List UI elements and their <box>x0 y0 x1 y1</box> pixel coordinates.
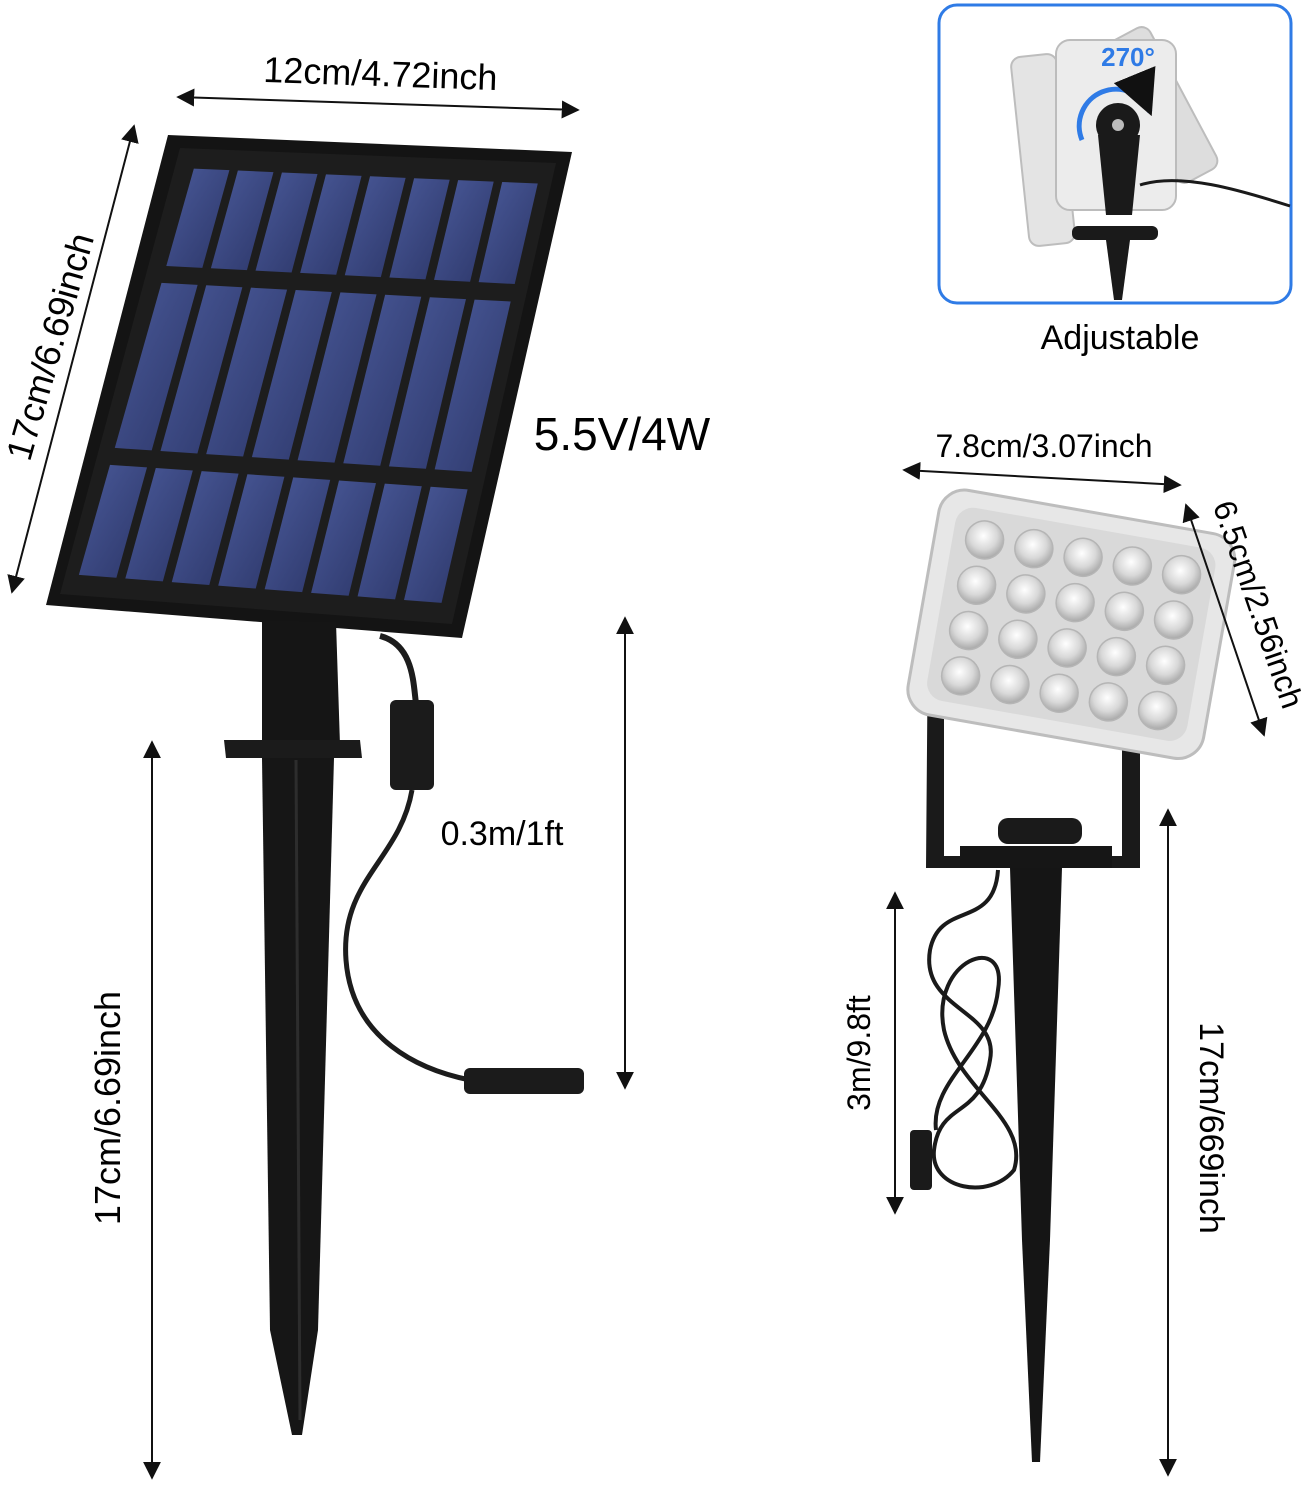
spotlight-stake-label: 17cm/669inch <box>1192 1022 1230 1234</box>
adjustable-caption: Adjustable <box>1041 319 1200 357</box>
solar-cell <box>171 471 239 585</box>
panel-rating-label: 5.5V/4W <box>534 408 711 460</box>
solar-cell <box>343 294 422 466</box>
led-bulb <box>998 619 1038 659</box>
led-bulb <box>1047 628 1087 668</box>
solar-cells <box>78 168 538 603</box>
led-bulb <box>940 656 981 696</box>
solar-cell <box>389 178 450 280</box>
solar-cell <box>206 287 288 457</box>
panel-stake <box>224 620 362 1435</box>
spotlight-depth-arrow <box>1182 503 1268 737</box>
solar-cell <box>218 474 285 589</box>
solar-cell <box>344 176 406 278</box>
spotlight <box>906 488 1237 1462</box>
led-bulb <box>1063 537 1103 578</box>
solar-cell <box>300 174 362 275</box>
led-bulb <box>1014 528 1054 569</box>
solar-cell <box>434 299 511 472</box>
led-bulb <box>1088 682 1129 722</box>
panel-width-label: 12cm/4.72inch <box>263 49 498 98</box>
solar-cell <box>210 170 274 271</box>
solar-cell <box>251 290 332 460</box>
solar-cell <box>434 180 494 282</box>
solar-cell <box>388 297 466 469</box>
led-bulb <box>1112 546 1153 586</box>
panel-height-label: 17cm/6.69inch <box>0 228 102 464</box>
solar-cell <box>160 285 243 454</box>
solar-cell <box>297 292 377 463</box>
led-bulb <box>1096 636 1137 677</box>
solar-cell <box>125 467 193 582</box>
solar-cell <box>264 477 331 593</box>
spotlight-cable-label: 3m/9.8ft <box>841 995 877 1111</box>
solar-cell <box>357 483 422 600</box>
spotlight-width-arrow <box>902 461 1182 494</box>
panel-cable-label: 0.3m/1ft <box>441 815 564 853</box>
solar-cell <box>255 172 318 273</box>
led-bulb <box>1137 690 1178 731</box>
led-bulb <box>956 565 997 606</box>
panel-width-arrow <box>176 88 580 119</box>
solar-panel <box>46 135 572 638</box>
solar-cell <box>166 168 230 268</box>
led-bulb <box>964 520 1005 560</box>
adjustable-spotlight-image <box>1010 26 1291 300</box>
led-bulb <box>1006 574 1046 614</box>
led-bulb <box>948 610 989 651</box>
led-bulb <box>990 664 1030 705</box>
rotation-angle-label: 270° <box>1101 42 1155 72</box>
solar-cell <box>478 182 538 285</box>
led-bulb <box>1039 673 1079 713</box>
led-bulb <box>1104 591 1145 632</box>
led-bulb <box>1055 582 1095 623</box>
spotlight-width-label: 7.8cm/3.07inch <box>935 428 1152 464</box>
panel-cable <box>343 633 584 1094</box>
solar-cell <box>404 486 468 603</box>
solar-cell <box>311 480 377 596</box>
panel-height-arrow <box>7 124 139 594</box>
panel-stake-label: 17cm/6.69inch <box>87 991 128 1225</box>
